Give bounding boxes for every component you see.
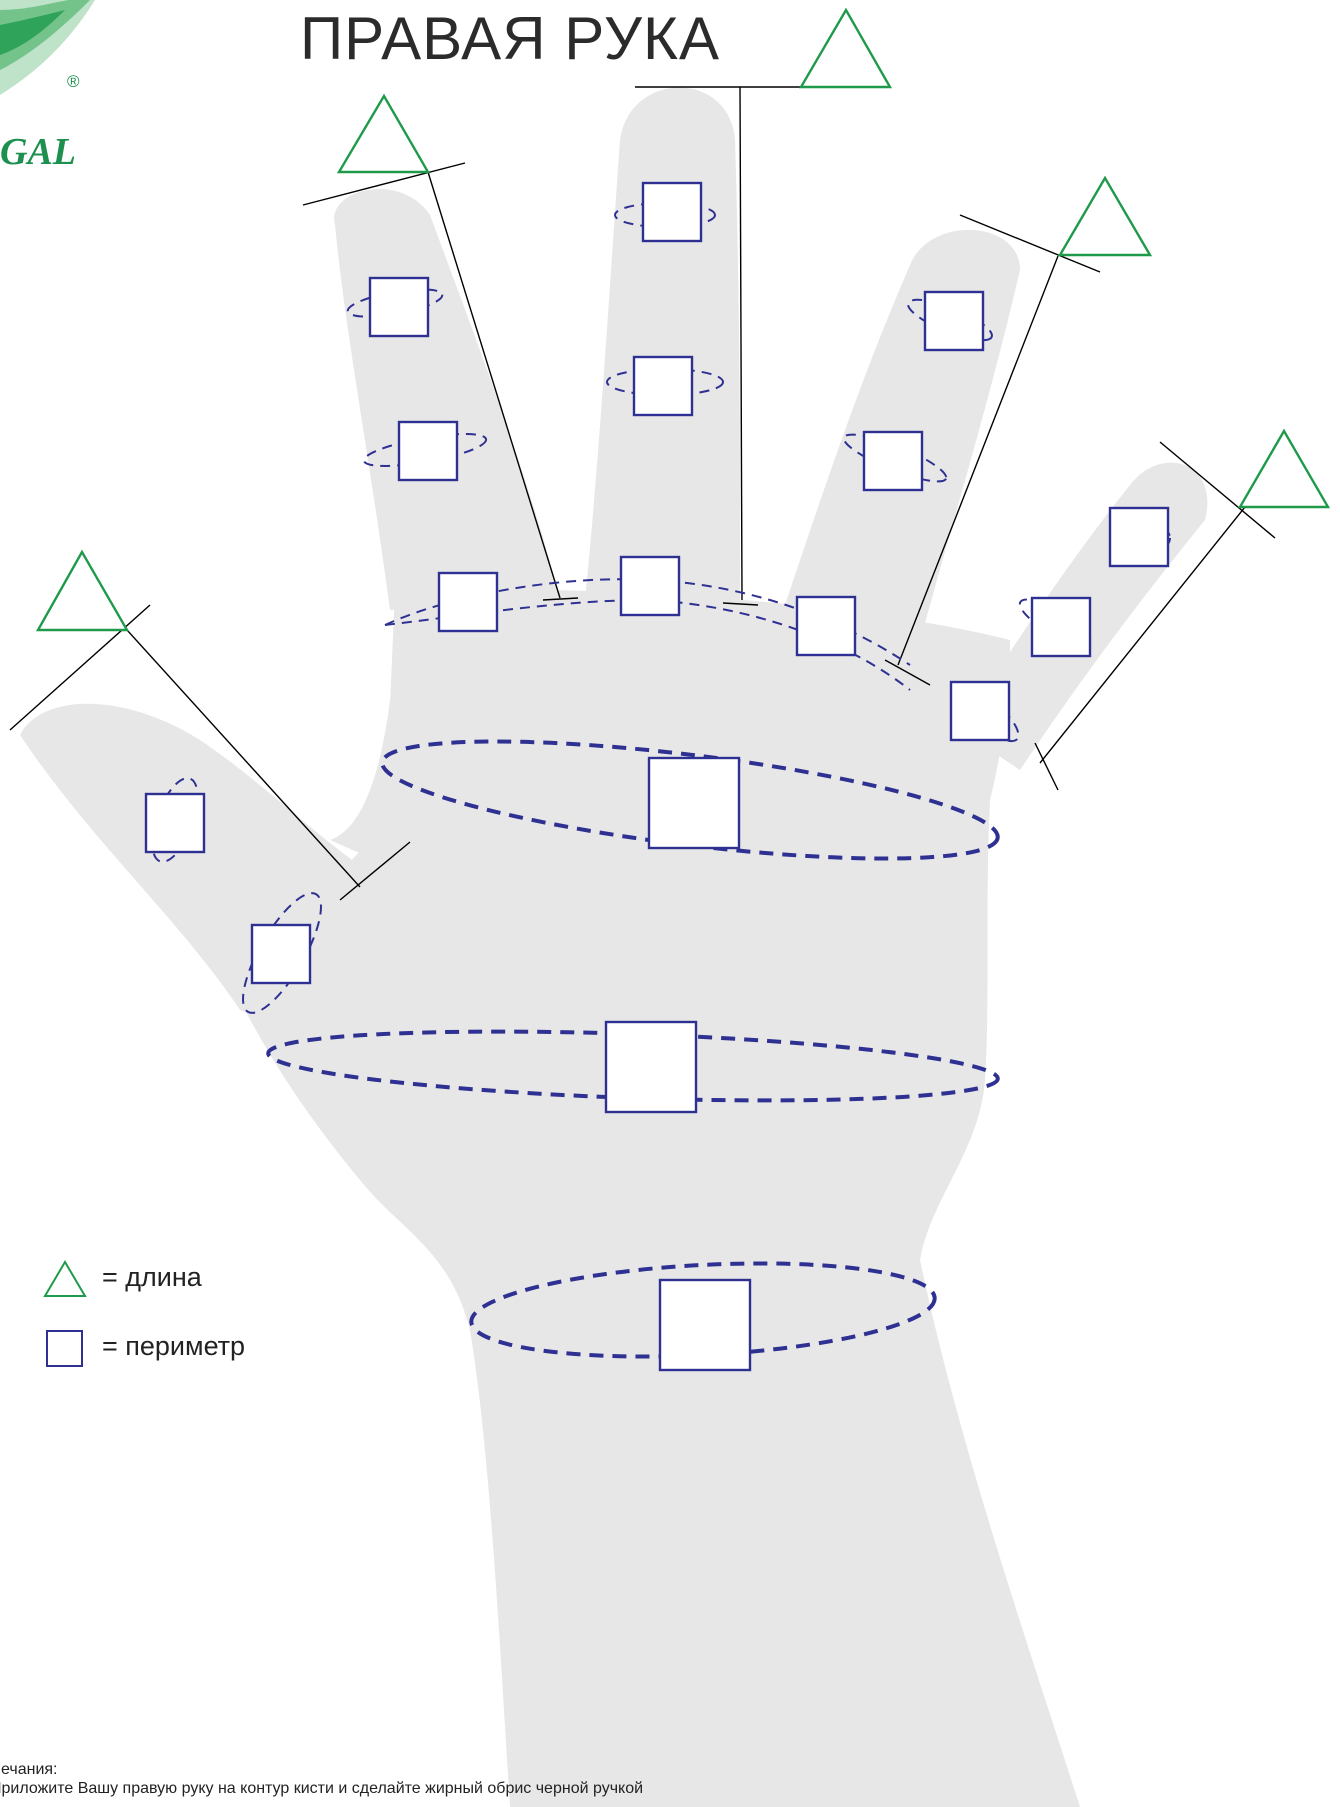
perimeter-box-middle-mid[interactable] (634, 357, 692, 415)
perimeter-box-ring-tip[interactable] (925, 292, 983, 350)
length-triangle-index[interactable] (339, 96, 428, 172)
perimeter-box-index-mid[interactable] (399, 422, 457, 480)
hand-silhouette (20, 88, 1207, 1807)
perimeter-box-pinky-mid[interactable] (1032, 598, 1090, 656)
notes-line-1: Приложите Вашу правую руку на контур кис… (0, 1779, 643, 1798)
perimeter-box-index-base[interactable] (439, 573, 497, 631)
logo-swoosh (0, 0, 95, 95)
perimeter-box-thumb-tip[interactable] (146, 794, 204, 852)
logo-registered-mark: ® (67, 72, 80, 92)
perimeter-box-knuckles[interactable] (649, 758, 739, 848)
page-title: ПРАВАЯ РУКА (300, 4, 720, 73)
logo-wordmark: GAL (0, 130, 76, 174)
perimeter-box-pinky-base[interactable] (951, 682, 1009, 740)
perimeter-box-index-tip[interactable] (370, 278, 428, 336)
perimeter-box-wrist[interactable] (660, 1280, 750, 1370)
perimeter-box-pinky-tip[interactable] (1110, 508, 1168, 566)
length-triangle-pinky[interactable] (1240, 431, 1328, 507)
legend-length: = длина (44, 1262, 202, 1293)
legend-length-label: = длина (102, 1262, 202, 1293)
perimeter-box-ring-mid[interactable] (864, 432, 922, 490)
notes-section: мечания: Приложите Вашу правую руку на к… (0, 1760, 643, 1798)
perimeter-box-middle-base[interactable] (621, 557, 679, 615)
perimeter-box-palm[interactable] (606, 1022, 696, 1112)
perimeter-box-thumb-base[interactable] (252, 925, 310, 983)
legend-perimeter: = периметр (44, 1331, 245, 1362)
perimeter-box-middle-tip[interactable] (643, 183, 701, 241)
length-triangle-ring[interactable] (1060, 178, 1150, 255)
length-triangle-middle[interactable] (801, 10, 890, 87)
length-triangle-thumb[interactable] (38, 552, 127, 630)
legend-perimeter-label: = периметр (102, 1331, 245, 1362)
notes-heading: мечания: (0, 1760, 643, 1779)
perimeter-box-ring-base[interactable] (797, 597, 855, 655)
